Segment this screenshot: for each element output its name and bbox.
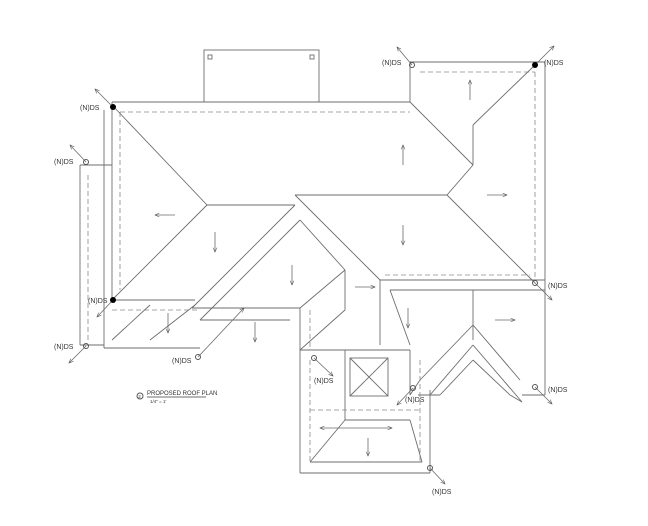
skylight [349, 357, 389, 397]
downspout-label: (N)DS [172, 358, 192, 365]
downspout-label: (N)DS [54, 159, 74, 166]
downspout: (N)DS [427, 465, 452, 496]
downspouts: (N)DS (N)DS (N)DS (N)DS (N)DS (N)DS [54, 46, 568, 496]
bottom-bay [299, 349, 431, 474]
right-wing [379, 274, 546, 403]
downspout-label: (N)DS [314, 378, 334, 385]
main-roof [79, 61, 546, 349]
downspout-label: (N)DS [54, 344, 74, 351]
downspout: (N)DS [532, 46, 564, 68]
downspout-label: (N)DS [382, 60, 402, 67]
downspout-label: (N)DS [544, 60, 564, 67]
plan-number: 2 [138, 394, 141, 399]
downspout-label: (N)DS [80, 105, 100, 112]
downspout: (N)DS [80, 89, 116, 112]
downspout-label: (N)DS [88, 298, 108, 305]
center-gable [191, 194, 381, 351]
chimney-projection [203, 49, 320, 103]
plan-title-block: 2 PROPOSED ROOF PLAN 1/4" = 1' [136, 391, 217, 404]
downspout-label: (N)DS [432, 489, 452, 496]
plan-title: PROPOSED ROOF PLAN [147, 391, 217, 397]
downspout: (N)DS [382, 47, 415, 68]
downspout: (N)DS [397, 385, 425, 406]
downspout: (N)DS [88, 297, 116, 317]
downspout: (N)DS [532, 280, 568, 301]
downspout-label: (N)DS [405, 397, 425, 404]
downspout: (N)DS [54, 343, 89, 364]
downspout-label: (N)DS [548, 387, 568, 394]
downspout: (N)DS [311, 355, 334, 385]
plan-scale: 1/4" = 1' [150, 399, 166, 404]
downspout: (N)DS [54, 145, 89, 166]
downspout: (N)DS [172, 308, 244, 365]
downspout-label: (N)DS [548, 283, 568, 290]
downspout: (N)DS [532, 384, 568, 405]
slope-arrows [155, 80, 515, 456]
